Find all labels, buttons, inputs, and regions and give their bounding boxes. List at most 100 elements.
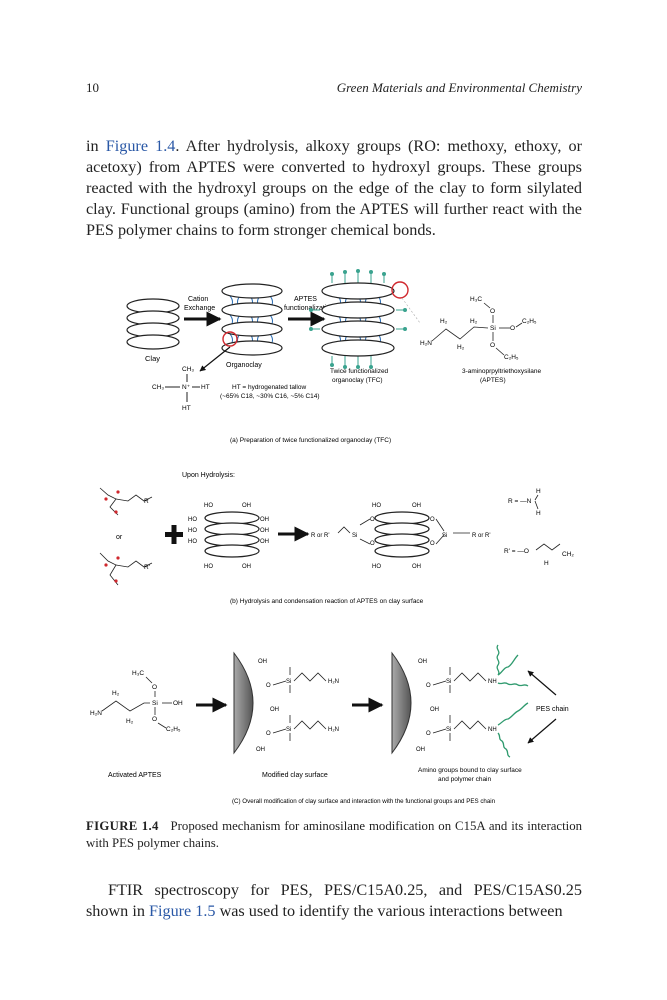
si-left: Si [352, 533, 357, 539]
r-h-top: H [536, 488, 541, 495]
panel-c: H₃C O Si OH O C₂H₅ H₂N H₂ H₂ Activated A… [90, 644, 569, 805]
silane-rprime-label: R' [144, 564, 150, 571]
hydroxylated-clay: HO OH HO HO HO OH OH OH HO OH [188, 503, 269, 570]
arrow-pes-down [527, 718, 557, 744]
c-h2-1: H₂ [112, 690, 120, 697]
ht-definition-2: (~65% C18, ~30% C16, ~5% C14) [220, 393, 320, 400]
organoclay-label: Organoclay [226, 362, 262, 369]
surf-si-1: Si [286, 679, 291, 685]
surf-o-2: O [266, 731, 271, 737]
paragraph-1: in Figure 1.4. After hydrolysis, alkoxy … [86, 136, 582, 241]
ho-bottom-2: HO [372, 564, 381, 570]
cation-exchange-label-1: Cation [188, 296, 208, 303]
aptes-structure: H₃C O Si O C₂H₅ O C₂H₅ H₂N H₂ H₂ H₂ [420, 296, 537, 361]
ho-top-2: HO [372, 503, 381, 509]
amino-oh-2: OH [430, 707, 439, 713]
c-h2n: H₂N [90, 710, 102, 717]
amino-bound-surface: OH O Si NH OH O Si NH OH [391, 644, 529, 758]
o-right-1: O [430, 517, 435, 523]
o-left-1: O [370, 517, 375, 523]
ht-definition-1: HT = hydrogenated tallow [232, 384, 306, 391]
ho-bottom: HO [204, 564, 213, 570]
aptes-o-bottom: O [490, 342, 495, 349]
ho-top: HO [204, 503, 213, 509]
tfc-stack [309, 269, 409, 369]
c-o-top: O [152, 684, 157, 691]
panel-b: Upon Hydrolysis: R or R' [99, 472, 574, 605]
panel-a-caption: (a) Preparation of twice functionalized … [230, 437, 391, 444]
ammonium-ch3-top: CH₃ [182, 366, 194, 373]
amino-groups-label-1: Amino groups bound to clay surface [418, 767, 522, 774]
cation-exchange-label-2: Exchange [184, 305, 215, 312]
rprime-h: H [544, 560, 549, 567]
aptes-h2-1: H₂ [440, 318, 448, 325]
c-h3c: H₃C [132, 670, 144, 677]
amino-groups-label-2: and polymer chain [438, 776, 491, 783]
aptes-c2h5-bottom: C₂H₅ [504, 354, 519, 361]
silane-r-label: R [144, 498, 149, 505]
surf-oh-3: OH [256, 747, 265, 753]
r-definitions: R = —N H H R' = —O CH₂ H [504, 488, 574, 567]
aptes-name-2: (APTES) [480, 377, 506, 384]
para1-text-post: . After hydrolysis, alkoxy groups (RO: m… [86, 137, 582, 239]
clay-label: Clay [145, 354, 160, 363]
pes-chain-label: PES chain [536, 706, 569, 713]
c-oh: OH [173, 700, 183, 707]
organoclay-stack [221, 283, 283, 356]
rprime-ch2: CH₂ [562, 551, 574, 558]
aptes-h3c: H₃C [470, 296, 482, 303]
para2-text-pre: FTIR spectroscopy for PES, PES/C15A0.25,… [86, 881, 582, 920]
r-or-rprime-right: R or R' [472, 533, 490, 539]
oh-3: OH [260, 539, 269, 545]
page-number: 10 [86, 80, 99, 95]
figure-1-4: Clay Cation Exchange Organocla [90, 269, 574, 805]
aptes-h2-3: H₂ [470, 318, 478, 325]
surf-o-1: O [266, 683, 271, 689]
rprime-definition: R' = —O [504, 548, 529, 555]
ho-3: HO [188, 539, 197, 545]
silane-r [99, 487, 153, 516]
oh-bottom-2: OH [412, 564, 421, 570]
figure-1-4-link[interactable]: Figure 1.4 [105, 137, 176, 155]
ho-2: HO [188, 528, 197, 534]
figure-1-5-link[interactable]: Figure 1.5 [148, 902, 216, 920]
r-h-bottom: H [536, 510, 541, 517]
aptes-o-right: O [510, 325, 515, 332]
silane-rprime [99, 552, 153, 586]
c-o-bottom: O [152, 716, 157, 723]
ammonium-ht-right: HT [201, 384, 210, 391]
surf-si-2: Si [286, 727, 291, 733]
oh-1: OH [260, 517, 269, 523]
c-h2-2: H₂ [126, 718, 134, 725]
tfc-label-1: Twice functionalized [330, 368, 389, 375]
amino-si-1: Si [446, 679, 451, 685]
quaternary-ammonium-structure: CH₃ CH₃ N⁺ HT HT [152, 366, 210, 412]
or-label: or [116, 534, 123, 541]
aptes-h2n: H₂N [420, 340, 432, 347]
running-header: 10 Green Materials and Environmental Che… [86, 80, 582, 102]
amino-si-2: Si [446, 727, 451, 733]
para2-text-post: was used to identify the various interac… [215, 902, 563, 920]
highlight-circle-tfc [391, 281, 409, 299]
tfc-label-2: organoclay (TFC) [332, 377, 383, 384]
paragraph-2: FTIR spectroscopy for PES, PES/C15A0.25,… [86, 880, 582, 922]
clay-stack [126, 298, 180, 350]
aptes-name-1: 3-aminoprpyltriethoxysilane [462, 368, 542, 375]
arrow-pes-up [527, 670, 557, 696]
amino-nh-2: NH [488, 727, 497, 733]
amino-nh-1: NH [488, 679, 497, 685]
oh-bottom: OH [242, 564, 251, 570]
ammonium-ch3-left: CH₃ [152, 384, 164, 391]
figure-caption-text: Proposed mechanism for aminosilane modif… [86, 819, 583, 850]
modified-clay-label: Modified clay surface [262, 772, 328, 779]
si-right: Si [442, 533, 447, 539]
surf-oh-2: OH [270, 707, 279, 713]
surf-h2n-2: H₂N [328, 727, 339, 733]
activated-aptes-label: Activated APTES [108, 772, 162, 779]
ammonium-n: N⁺ [182, 384, 190, 391]
zoom-line [401, 297, 421, 324]
aptes-o-top: O [490, 308, 495, 315]
c-c2h5: C₂H₅ [166, 726, 181, 733]
amino-oh-1: OH [418, 659, 427, 665]
